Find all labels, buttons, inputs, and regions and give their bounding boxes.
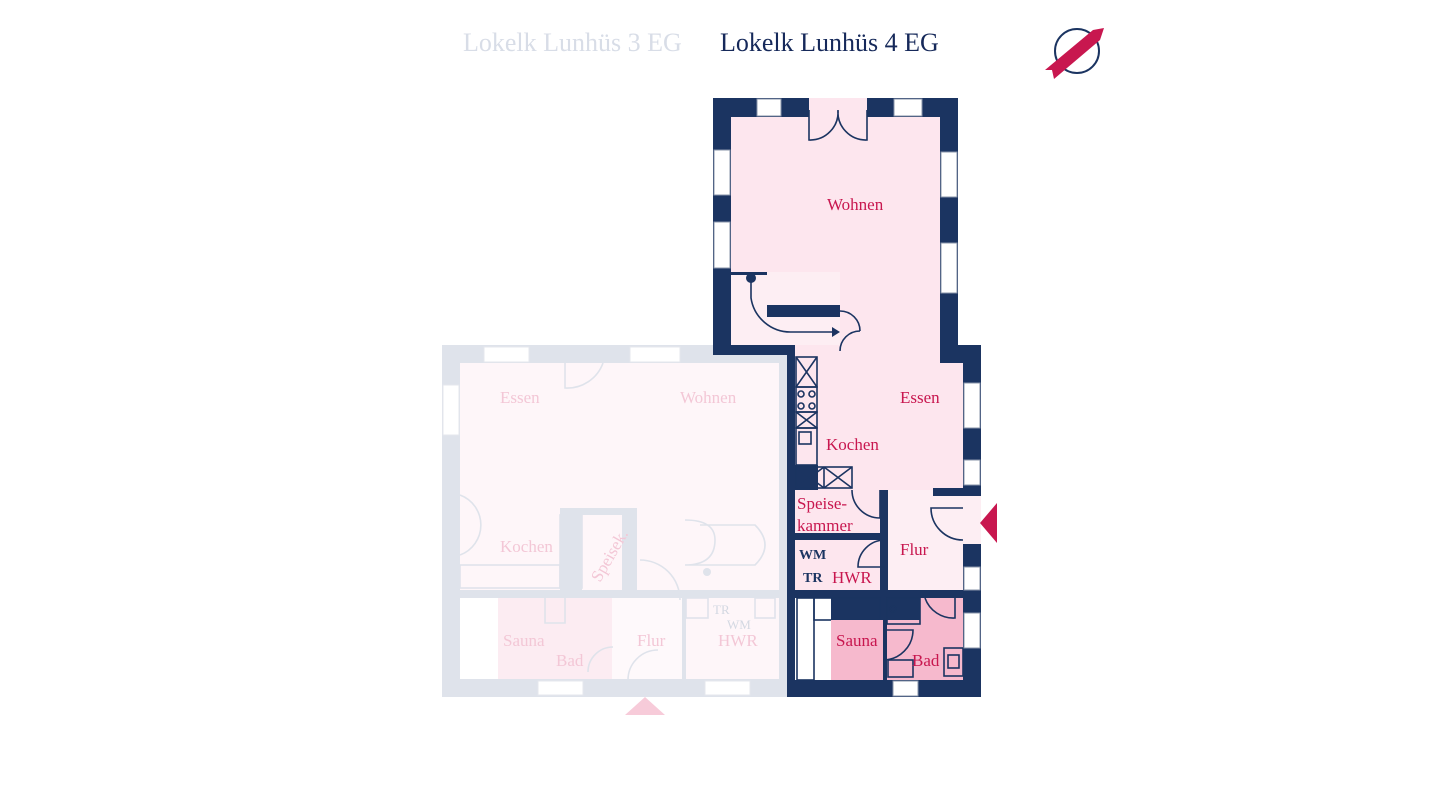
- unit-4-label-essen: Essen: [900, 388, 940, 407]
- unit-4-label-sauna: Sauna: [836, 631, 878, 650]
- unit-3-plan[interactable]: Essen Wohnen Kochen Speisek. Sauna Bad F…: [442, 345, 787, 715]
- unit-4-label-flur: Flur: [900, 540, 929, 559]
- tab-lokelk-lunhus-4[interactable]: Lokelk Lunhüs 4 EG: [720, 28, 939, 57]
- unit-3-label-hwr: HWR: [718, 631, 758, 650]
- unit-4-label-hwr: HWR: [832, 568, 872, 587]
- unit-3-label-essen: Essen: [500, 388, 540, 407]
- unit-4-plan[interactable]: Wohnen Essen Kochen Speise- kammer Flur …: [713, 98, 997, 697]
- unit-4-label-bad: Bad: [912, 651, 940, 670]
- unit-3-label-bad: Bad: [556, 651, 584, 670]
- ribbon-circle-logo: [1045, 28, 1104, 79]
- unit-3-entrance-arrow: [625, 697, 665, 715]
- unit-3-label-wm: WM: [727, 617, 751, 632]
- unit-3-label-sauna: Sauna: [503, 631, 545, 650]
- unit-4-entrance-arrow: [980, 503, 997, 543]
- unit-3-label-flur: Flur: [637, 631, 666, 650]
- tab-lokelk-lunhus-3[interactable]: Lokelk Lunhüs 3 EG: [463, 28, 682, 57]
- unit-3-label-tr: TR: [713, 602, 730, 617]
- unit-4-label-wohnen: Wohnen: [827, 195, 884, 214]
- unit-4-label-speise: Speise-: [797, 494, 847, 513]
- unit-3-label-wohnen: Wohnen: [680, 388, 737, 407]
- unit-4-label-kochen: Kochen: [826, 435, 879, 454]
- unit-4-label-kammer: kammer: [797, 516, 853, 535]
- unit-4-label-wm: WM: [799, 548, 826, 563]
- unit-3-label-kochen: Kochen: [500, 537, 553, 556]
- unit-4-label-tr: TR: [803, 571, 823, 586]
